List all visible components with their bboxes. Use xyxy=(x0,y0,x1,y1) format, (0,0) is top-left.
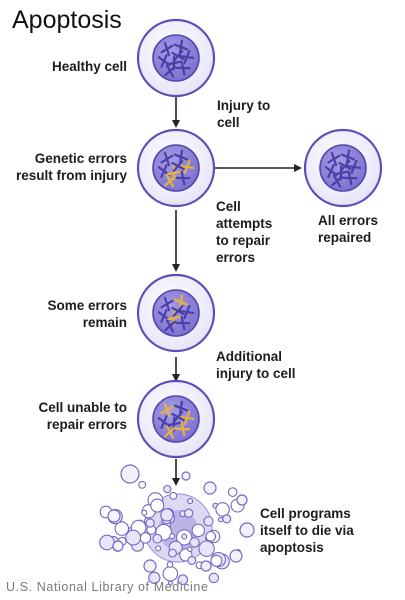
apoptotic-bleb xyxy=(229,549,243,563)
apoptotic-bleb xyxy=(187,498,194,505)
apoptotic-bleb xyxy=(187,546,193,553)
label-additional-injury: Additional injury to cell xyxy=(216,349,296,381)
apoptotic-bleb xyxy=(141,509,148,516)
apoptotic-bleb xyxy=(114,521,130,536)
label-cell-attempts-repair: Cell attempts to repair errors xyxy=(216,199,273,265)
damaged-chromosome xyxy=(164,174,176,188)
apoptotic-bleb xyxy=(107,509,121,523)
chromosome xyxy=(342,170,358,186)
chromosome xyxy=(171,411,185,423)
apoptotic-bleb xyxy=(184,508,194,518)
damaged-chromosome xyxy=(175,421,191,437)
label-cell-unable: Cell unable to repair errors xyxy=(38,400,127,432)
apoptotic-bleb xyxy=(200,560,212,572)
label-injury-to-cell: Injury to cell xyxy=(217,98,271,130)
diagram-title: Apoptosis xyxy=(12,6,122,34)
apoptotic-bleb xyxy=(163,484,172,494)
apoptotic-bleb xyxy=(169,533,175,540)
damaged-chromosome xyxy=(179,410,195,426)
chromosome xyxy=(160,296,174,312)
apoptotic-bleb xyxy=(99,534,115,551)
cells-group xyxy=(136,18,383,459)
chromosome xyxy=(160,41,174,57)
damaged-chromosome xyxy=(160,402,174,418)
apoptotic-bleb xyxy=(152,533,163,544)
apoptotic-bleb xyxy=(203,516,214,527)
apoptotic-bleb xyxy=(217,516,224,523)
apoptotic-bleb xyxy=(181,471,191,481)
damaged-chromosome xyxy=(179,159,195,175)
chromosome xyxy=(338,160,352,172)
chromosome xyxy=(346,159,362,175)
apoptotic-bleb xyxy=(239,522,255,538)
apoptotic-bleb xyxy=(145,518,155,528)
label-some-errors-remain: Some errors remain xyxy=(47,298,127,330)
apoptotic-bleb xyxy=(120,464,140,484)
apoptotic-bleb xyxy=(162,565,179,582)
chromosome xyxy=(173,39,189,55)
apoptotic-bleb xyxy=(198,540,215,557)
apoptotic-bleb xyxy=(168,548,177,558)
apoptotic-bleb xyxy=(208,572,220,584)
apoptotic-bleb xyxy=(181,533,188,540)
chromosome xyxy=(173,400,189,416)
chromosome xyxy=(175,60,191,76)
chromosome xyxy=(175,170,191,186)
chromosome xyxy=(179,304,195,320)
partially-repaired-cell xyxy=(136,273,216,353)
flow-arrows xyxy=(172,97,302,486)
apoptotic-bleb xyxy=(191,523,206,538)
apoptotic-bleb xyxy=(177,574,189,586)
chromosome xyxy=(175,315,191,331)
chromosome xyxy=(164,319,176,333)
apoptotic-bleb xyxy=(215,502,230,517)
apoptotic-bleb xyxy=(125,529,142,546)
apoptotic-bleb xyxy=(189,537,200,548)
chromosome xyxy=(179,49,195,65)
apoptotic-bleb xyxy=(155,545,162,552)
chromosome xyxy=(171,50,185,62)
apoptotic-cell xyxy=(99,464,255,586)
apoptotic-bleb xyxy=(143,559,157,573)
chromosome xyxy=(327,151,341,167)
apoptotic-bleb xyxy=(205,531,217,542)
apoptotic-bleb xyxy=(150,498,165,513)
apoptotic-bleb xyxy=(169,491,178,500)
apoptotic-bleb xyxy=(222,514,232,524)
apoptotic-bleb xyxy=(166,561,174,568)
apoptotic-bleb xyxy=(236,494,248,506)
label-healthy-cell: Healthy cell xyxy=(51,59,127,74)
damaged-chromosome xyxy=(164,425,176,439)
apoptotic-bleb xyxy=(138,480,147,489)
chromosome xyxy=(171,160,185,172)
chromosome xyxy=(164,64,176,78)
apoptotic-bodies xyxy=(99,464,255,586)
chromosome xyxy=(171,305,185,317)
apoptotic-bleb xyxy=(112,540,124,552)
apoptotic-bleb xyxy=(148,571,161,584)
chromosome xyxy=(331,174,343,188)
chromosome xyxy=(160,151,174,167)
chromosome xyxy=(173,149,189,165)
label-cell-programs-die: Cell programs itself to die via apoptosi… xyxy=(260,506,354,555)
apoptotic-bleb xyxy=(227,487,238,497)
apoptotic-bleb xyxy=(160,508,174,522)
apoptotic-bleb xyxy=(167,580,173,586)
label-all-errors-repaired: All errors repaired xyxy=(318,213,379,245)
apoptotic-bleb xyxy=(203,481,217,495)
irreparable-cell xyxy=(136,379,216,459)
apoptotic-bleb xyxy=(187,556,197,565)
repaired-cell xyxy=(303,128,383,208)
label-genetic-errors: Genetic errors result from injury xyxy=(15,151,127,183)
healthy-cell xyxy=(136,18,216,98)
damaged-chromosome xyxy=(173,294,189,310)
source-credit: U.S. National Library of Medicine xyxy=(6,580,209,594)
apoptotic-bleb xyxy=(210,554,223,567)
injured-cell xyxy=(136,128,216,208)
chromosome xyxy=(340,149,356,165)
